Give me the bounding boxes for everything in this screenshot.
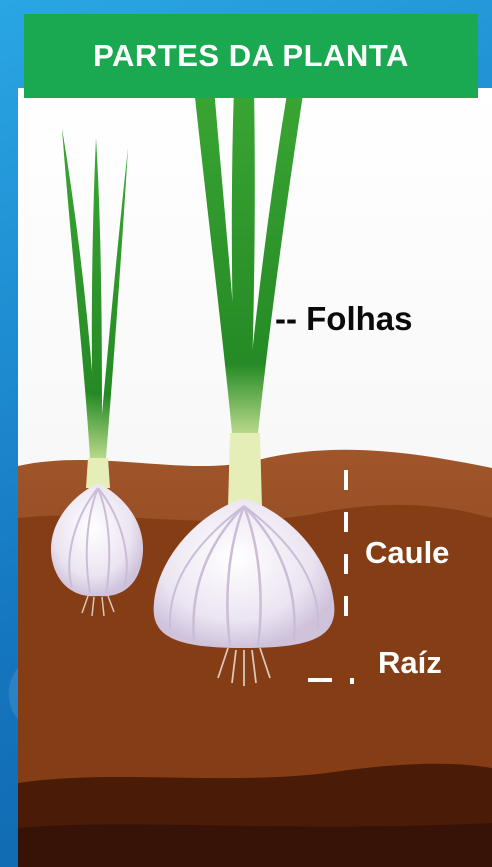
leaves-label: -- Folhas <box>275 300 413 337</box>
stem-root-marker <box>308 470 354 684</box>
stem-label: Caule <box>365 535 450 570</box>
title-banner: PARTES DA PLANTA <box>24 14 478 98</box>
garlic-plant-small-icon <box>51 128 144 617</box>
garlic-plant-large-icon <box>153 88 335 686</box>
page-title: PARTES DA PLANTA <box>93 38 409 73</box>
garlic-illustration <box>18 88 492 867</box>
root-label: Raíz <box>378 645 442 680</box>
